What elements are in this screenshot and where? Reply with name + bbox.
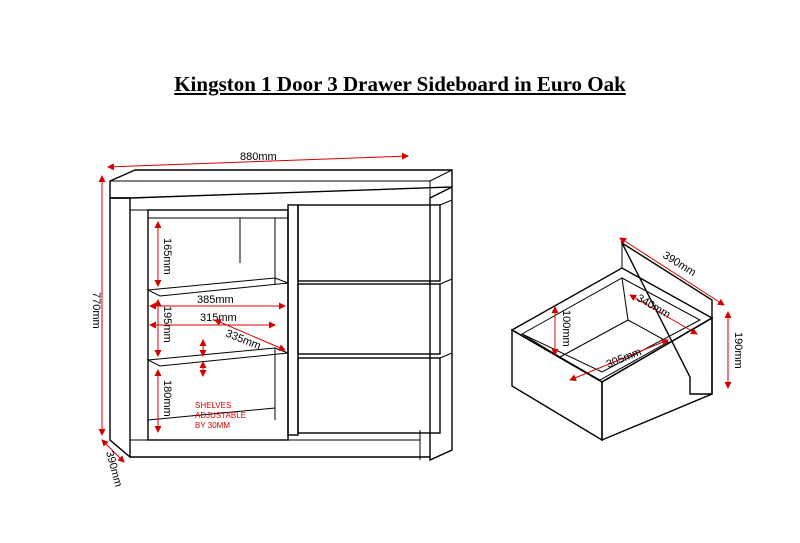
drawer-depth-arrow [619, 237, 725, 306]
inner-depth-label: 385mm [197, 294, 234, 306]
drawer-inner-height-label: 100mm [560, 310, 572, 347]
shelf-top-label: 165mm [161, 238, 173, 275]
shelf-mid-label: 195mm [161, 306, 173, 343]
sideboard-dimensions: 880mm 770mm 390mm 165mm 195mm 180mm 385m… [90, 151, 409, 489]
shelf-depth-arrow [214, 319, 286, 351]
shelves-note-line3: BY 30MM [195, 421, 230, 430]
width-label: 880mm [240, 151, 277, 163]
drawer-depth-label: 390mm [660, 249, 697, 279]
inner-width-label: 315mm [200, 312, 237, 324]
drawer-inner-depth-arrow [629, 294, 698, 335]
drawer-height-label: 190mm [732, 332, 744, 369]
shelf-bottom-label: 180mm [161, 380, 173, 417]
depth-arrow [101, 439, 125, 463]
sideboard-drawing [109, 169, 453, 462]
drawer-inner-width-arrow [569, 339, 669, 381]
depth-label: 390mm [103, 450, 124, 489]
shelves-note-line2: ADJUSTABLE [195, 411, 246, 420]
page-title: Kingston 1 Door 3 Drawer Sideboard in Eu… [174, 72, 626, 96]
shelves-note-line1: SHELVES [195, 401, 231, 410]
shelf-depth-label: 335mm [224, 328, 263, 353]
drawer-inner-depth-label: 340mm [635, 292, 673, 321]
width-arrow [107, 152, 409, 171]
height-label: 770mm [90, 292, 102, 329]
